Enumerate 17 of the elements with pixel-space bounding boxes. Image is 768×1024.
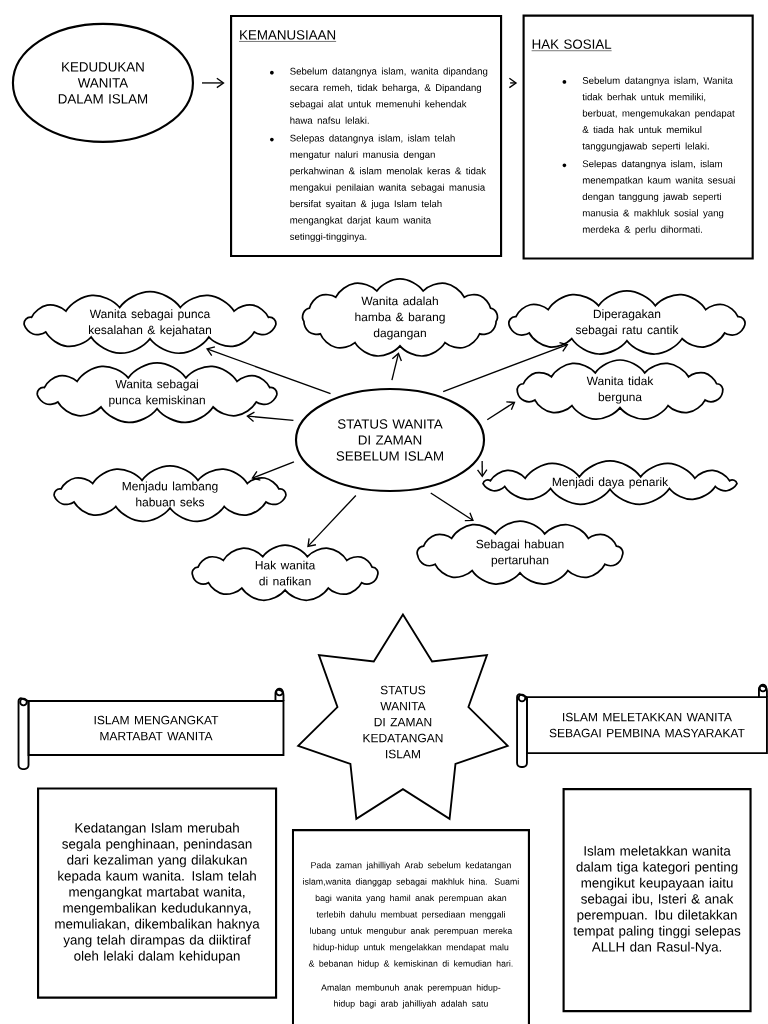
text-box: Islam meletakkan wanita dalam tiga kategori penting mengikut keupayaan iaitu sebagai ibu, Isteri & anak perempuan. Ibu diletakkan tempat paling tinggi selepas ALLH dan Rasul-Nya. (562, 788, 752, 1013)
arrow (391, 352, 403, 381)
arrow (486, 401, 516, 421)
scroll-banner: ISLAM MENGANGKAT MARTABAT WANITA (17, 687, 285, 770)
arrow (205, 346, 332, 395)
text-box: Pada zaman jahilliyah Arab sebelum kedatangan islam,wanita dianggap sebagai makhluk hina. Suami bagi wanita yang hamil anak perempuan akan terlebih dahulu membuat persediaan menggali lubang untuk mengubur anak perempuan mereka hidup-hidup untuk mengelakkan mendapat malu & bebanan hidup & kemiskinan di kemudian hari. Amalan membunuh anak perempuan hidup-hidup bagi arab jahilliyah adalah satu (291, 829, 530, 1024)
text-box: HAK SOSIAL Sebelum datangnya islam, Wanita tidak berhak untuk memiliki, berbuat, mengemukakan pendapat & tiada hak untuk memikul tanggungjawab seperti lelaki. Selepas datangnya islam, islam menempatkan kaum wanita sesuai dengan tanggung jawab seperti manusia & makhluk sosial yang merdeka & perlu dihormati. (522, 14, 754, 260)
arrow (442, 342, 569, 393)
arrow (246, 411, 295, 423)
arrow (251, 461, 295, 481)
text-box: Kedatangan Islam merubah segala penghinaan, penindasan dari kezaliman yang dilakukan kepada kaum wanita. Islam telah mengangkat martabat wanita, mengembalikan kedudukannya, memuliakan, dikembalikan haknya yang telah dirampas da diiktiraf oleh lelaki dalam kehidupan (37, 787, 278, 999)
arrow (476, 460, 488, 478)
arrow (307, 494, 357, 548)
scroll-banner: ISLAM MELETAKKAN WANITA SEBAGAI PEMBINA MASYARAKAT (516, 683, 768, 768)
arrow (201, 77, 225, 89)
arrow (430, 492, 474, 522)
text-box: KEMANUSIAAN Sebelum datangnya islam, wanita dipandang secara remeh, tidak beharga, & Dipandang sebagai alat untuk memenuhi kehendak hawa nafsu lelaki. Selepas datangnya islam, islam telah mengatur naluri manusia dengan perkahwinan & islam menolak keras & tidak mengakui penilaian wanita sebagai manusia bersifat syaitan & juga Islam telah mengangkat darjat kaum wanita setinggi-tingginya. (230, 14, 503, 258)
